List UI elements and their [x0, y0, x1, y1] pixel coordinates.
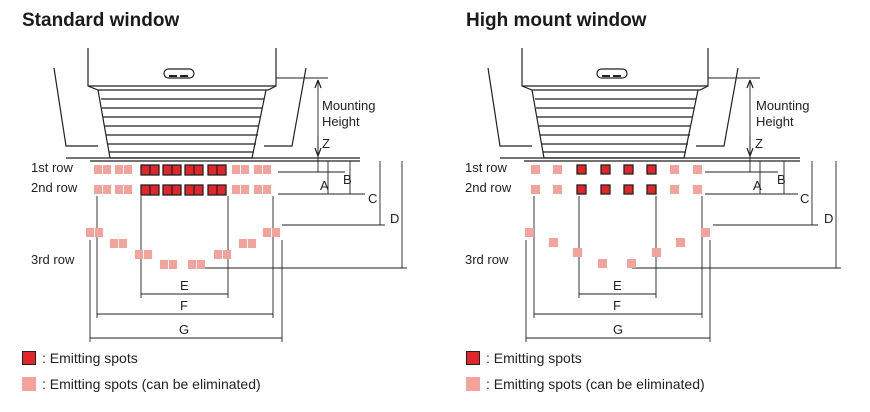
dim-label-e-right: E — [613, 278, 622, 293]
row-label-2nd: 2nd row — [31, 180, 78, 195]
right-side-panel — [264, 67, 307, 147]
high-mount-eliminable-spots — [525, 165, 710, 268]
window-slats — [101, 98, 264, 153]
eliminable-swatch — [466, 377, 480, 391]
high-mount-window-title: High mount window — [466, 10, 647, 31]
high-mount-labels: 1st row 2nd row 3rd row Mounting Height … — [465, 98, 833, 337]
dim-label-a: A — [320, 178, 329, 193]
right-side-panel-right — [696, 67, 739, 147]
dim-label-f-right: F — [613, 298, 621, 313]
dim-label-b: B — [343, 172, 352, 187]
window-frame-right — [531, 89, 699, 159]
dim-label-g: G — [179, 322, 189, 337]
legend-emitting-left: : Emitting spots — [22, 350, 138, 366]
standard-emitting-spots — [140, 164, 227, 196]
standard-eliminable-spots — [86, 165, 280, 269]
legend-label: : Emitting spots (can be eliminated) — [42, 376, 261, 392]
standard-window-panel — [53, 48, 407, 342]
row-label-1st: 1st row — [31, 160, 74, 175]
dim-label-c: C — [368, 191, 377, 206]
dim-label-f: F — [180, 298, 188, 313]
mounting-label: Mounting — [322, 98, 375, 113]
dim-label-e: E — [180, 278, 189, 293]
height-label-right: Height — [756, 114, 794, 129]
left-side-panel — [53, 67, 98, 147]
emitting-swatch — [22, 351, 36, 365]
dim-label-z: Z — [322, 136, 330, 151]
dim-label-d: D — [390, 211, 399, 226]
row-label-1st-right: 1st row — [465, 160, 508, 175]
high-mount-emitting-spots — [576, 164, 657, 195]
indicator-window-right — [596, 68, 628, 79]
dim-label-b-right: B — [777, 172, 786, 187]
legend-label: : Emitting spots — [42, 350, 138, 366]
legend-label: : Emitting spots — [486, 350, 582, 366]
window-slats-right — [535, 98, 696, 153]
high-mount-window-panel — [487, 48, 841, 342]
dim-label-a-right: A — [753, 178, 762, 193]
legend-label: : Emitting spots (can be eliminated) — [486, 376, 705, 392]
legend-eliminable-left: : Emitting spots (can be eliminated) — [22, 376, 261, 392]
sensor-housing — [87, 48, 277, 91]
dim-label-g-right: G — [613, 322, 623, 337]
left-side-panel-right — [487, 67, 532, 147]
legend-eliminable-right: : Emitting spots (can be eliminated) — [466, 376, 705, 392]
legend-emitting-right: : Emitting spots — [466, 350, 582, 366]
standard-window-title: Standard window — [22, 10, 180, 31]
dim-label-c-right: C — [800, 191, 809, 206]
mounting-label-right: Mounting — [756, 98, 809, 113]
dim-label-z-right: Z — [755, 136, 763, 151]
height-label: Height — [322, 114, 360, 129]
sensor-housing-right — [521, 48, 709, 91]
window-frame — [97, 89, 267, 159]
indicator-window — [163, 68, 195, 79]
eliminable-swatch — [22, 377, 36, 391]
standard-labels: 1st row 2nd row 3rd row Mounting Height … — [31, 98, 399, 337]
dim-label-d-right: D — [824, 211, 833, 226]
row-label-2nd-right: 2nd row — [465, 180, 512, 195]
emitting-swatch — [466, 351, 480, 365]
row-label-3rd-right: 3rd row — [465, 252, 509, 267]
row-label-3rd: 3rd row — [31, 252, 75, 267]
